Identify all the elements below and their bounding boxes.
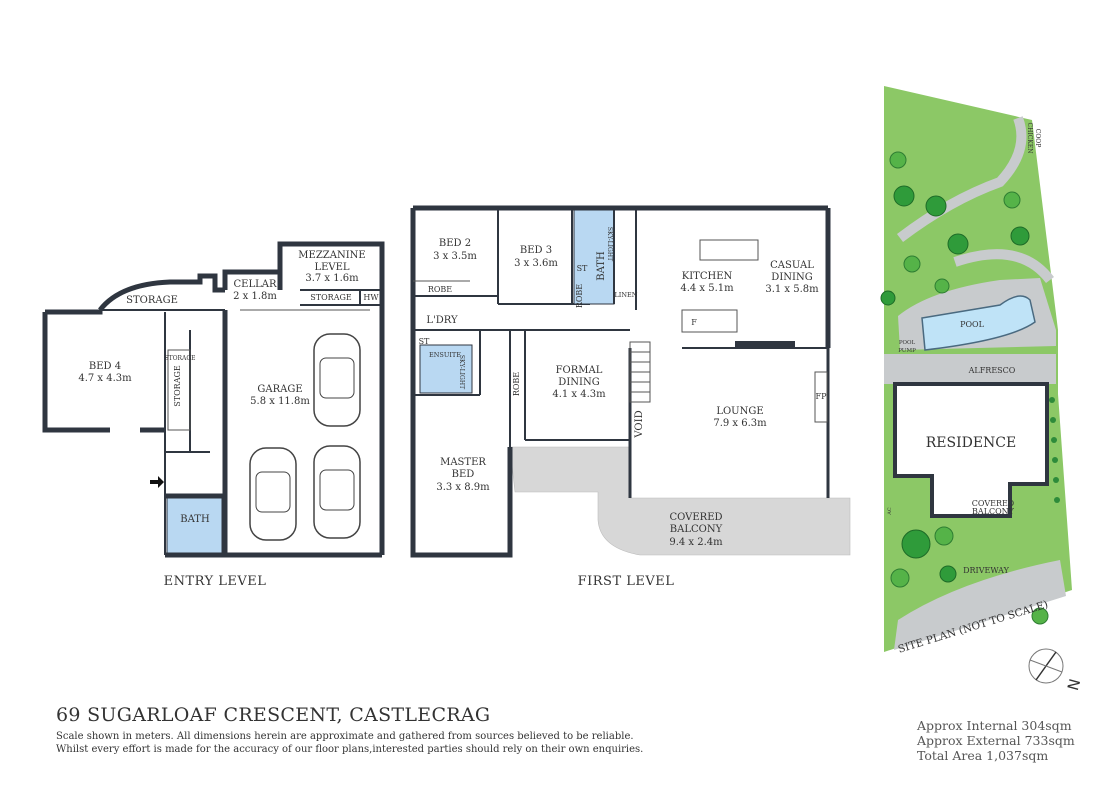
laundry-label: L'DRY — [426, 315, 458, 326]
skylight2-label: SKY-LIGHT — [458, 355, 465, 389]
st1-label: ST — [577, 264, 588, 273]
entry-level-label: ENTRY LEVEL — [164, 574, 267, 589]
tree-icon — [901, 529, 931, 559]
master-bed-dim: 3.3 x 8.9m — [436, 482, 490, 493]
garage-dim: 5.8 x 11.8m — [250, 396, 310, 407]
tree-icon — [1010, 226, 1030, 246]
mezzanine-storage-label: STORAGE — [310, 293, 352, 302]
bed2-dim: 3 x 3.5m — [433, 251, 477, 262]
tree-icon — [893, 185, 915, 207]
bed3-dim: 3 x 3.6m — [514, 258, 558, 269]
tree-icon — [934, 278, 950, 294]
mezzanine-label: MEZZANINE — [298, 250, 365, 261]
casual-dining-label: CASUAL — [770, 260, 814, 271]
casual-dining-label-2: DINING — [771, 272, 812, 283]
covered-balcony-label-2: BALCONY — [670, 524, 723, 535]
master-bed-label-2: BED — [452, 469, 475, 480]
chicken-coop-label-2: COOP — [1034, 129, 1041, 147]
kitchen-label: KITCHEN — [682, 271, 733, 282]
storage-a-label: STORAGE — [164, 355, 195, 362]
tree-icon — [947, 233, 969, 255]
formal-dining-label-2: DINING — [558, 377, 599, 388]
entry-level-plan: STORAGE CELLAR 2 x 1.8m MEZZANINE LEVEL … — [42, 241, 385, 589]
internal-area: Approx Internal 304sqm — [917, 718, 1072, 733]
void-label: VOID — [634, 410, 645, 438]
linen-label: LINEN — [614, 291, 637, 299]
compass-north-label: N — [1064, 677, 1084, 693]
ac-label: AC — [887, 507, 893, 516]
tree-icon — [889, 151, 907, 169]
disclaimer-line-2: Whilst every effort is made for the accu… — [56, 744, 644, 755]
storage-b-label: STORAGE — [173, 365, 182, 407]
ensuite-label: ENSUITE — [429, 351, 461, 359]
car-icon — [313, 445, 361, 539]
property-address: 69 SUGARLOAF CRESCENT, CASTLECRAG — [56, 704, 491, 726]
mezzanine-label-2: LEVEL — [314, 262, 349, 273]
pool-pump-label: POOL — [899, 340, 916, 346]
total-area: Total Area 1,037sqm — [917, 748, 1049, 763]
site-plan: CHICKEN COOP POOL POOL PUMP ALFRESCO RES… — [880, 86, 1084, 693]
residence-label: RESIDENCE — [926, 435, 1017, 451]
fridge-label: F — [691, 318, 697, 327]
hw-label: HW — [363, 293, 379, 302]
covered-balcony-label: COVERED — [669, 512, 722, 523]
mezzanine-dim: 3.7 x 1.6m — [305, 273, 359, 284]
bed4-dim: 4.7 x 4.3m — [78, 373, 132, 384]
bed2-robe-label: ROBE — [428, 285, 452, 294]
bed4-label: BED 4 — [89, 361, 121, 372]
driveway-label: DRIVEWAY — [963, 566, 1009, 575]
site-balcony-label: BALCONY — [972, 507, 1015, 516]
site-covered-label: COVERED — [972, 499, 1014, 508]
bed3-label: BED 3 — [520, 245, 552, 256]
compass-icon — [1028, 648, 1064, 684]
tree-icon — [1003, 191, 1021, 209]
bath-label: BATH — [596, 251, 607, 281]
casual-dining-dim: 3.1 x 5.8m — [765, 284, 819, 295]
tree-icon — [1031, 607, 1049, 625]
disclaimer-line-1: Scale shown in meters. All dimensions he… — [56, 731, 634, 742]
first-level-label: FIRST LEVEL — [578, 574, 675, 589]
chicken-coop-label: CHICKEN — [1026, 123, 1033, 154]
fireplace-label: FP — [816, 392, 828, 401]
tree-icon — [939, 565, 957, 583]
alfresco-label: ALFRESCO — [968, 366, 1016, 375]
tree-icon — [934, 526, 954, 546]
skylight1-label: SKY-LIGHT — [606, 227, 613, 261]
entry-bath-label: BATH — [180, 514, 210, 525]
lounge-dim: 7.9 x 6.3m — [713, 418, 767, 429]
tree-icon — [903, 255, 921, 273]
car-icon — [249, 447, 297, 541]
first-level-plan: BED 2 3 x 3.5m ROBE BED 3 3 x 3.6m ROBE … — [410, 205, 851, 589]
tree-icon — [890, 568, 910, 588]
area-summary: Approx Internal 304sqm Approx External 7… — [917, 718, 1075, 763]
bed2-label: BED 2 — [439, 238, 471, 249]
formal-dining-dim: 4.1 x 4.3m — [552, 389, 606, 400]
external-area: Approx External 733sqm — [917, 733, 1075, 748]
pool-pump-label-2: PUMP — [898, 348, 916, 354]
cellar-label: CELLAR — [234, 279, 277, 290]
master-bed-label: MASTER — [440, 457, 486, 468]
garage-label: GARAGE — [257, 384, 302, 395]
kitchen-dim: 4.4 x 5.1m — [680, 283, 734, 294]
lounge-label: LOUNGE — [716, 406, 763, 417]
cellar-dim: 2 x 1.8m — [233, 291, 277, 302]
st2-label: ST — [419, 337, 430, 346]
master-robe-label: ROBE — [512, 372, 521, 396]
car-icon — [313, 333, 361, 427]
bed3-robe-label: ROBE — [575, 284, 584, 308]
tree-icon — [925, 195, 947, 217]
tree-icon — [880, 290, 896, 306]
covered-balcony-dim: 9.4 x 2.4m — [669, 537, 723, 548]
pool-label: POOL — [960, 320, 985, 329]
storage-top-label: STORAGE — [126, 295, 178, 306]
formal-dining-label: FORMAL — [556, 365, 603, 376]
